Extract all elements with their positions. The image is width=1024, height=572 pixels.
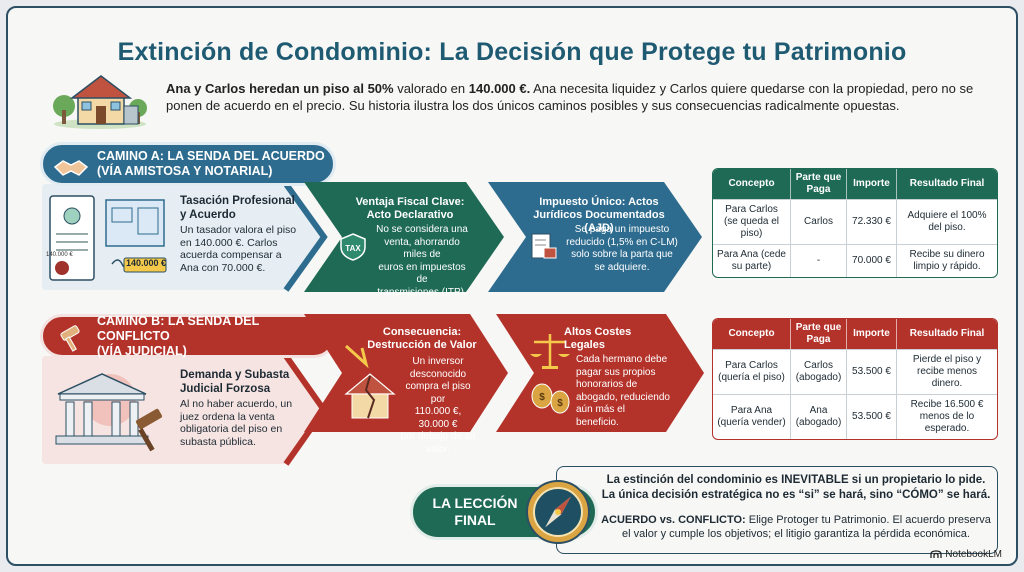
step-title: Consecuencia:Destrucción de Valor: [367, 326, 477, 351]
path-a-results-table: Concepto Parte que Paga Importe Resultad…: [712, 168, 998, 278]
column-header: Parte que Paga: [791, 169, 847, 199]
notebooklm-logo-icon: [930, 550, 942, 558]
path-a-banner: CAMINO A: LA SENDA DEL ACUERDO(VÍA AMIST…: [40, 142, 336, 186]
doc-price-tag: 140.000 €: [126, 258, 167, 268]
table-row: Para Ana (cede su parte) - 70.000 € Reci…: [713, 244, 997, 277]
table-cell: 72.330 €: [847, 199, 897, 244]
lesson-conclusion: ACUERDO vs. CONFLICTO: Elige Protoger tu…: [601, 514, 991, 540]
doc-small-price: 140.000 €: [46, 252, 73, 258]
table-cell: Para Carlos (quería el piso): [713, 349, 791, 394]
broken-house-icon: [344, 344, 396, 419]
house-icon: [53, 75, 147, 129]
table-row: Para Ana (quería vender) Ana (abogado) 5…: [713, 394, 997, 439]
column-header: Resultado Final: [897, 169, 997, 199]
table-cell: Para Ana (cede su parte): [713, 244, 791, 277]
table-cell: Ana (abogado): [791, 394, 847, 439]
table-header-row: Concepto Parte que Paga Importe Resultad…: [713, 319, 997, 349]
tax-shield-icon: TAX: [340, 233, 366, 261]
column-header: Importe: [847, 319, 897, 349]
step-body: Un tasador valora el piso en 140.000 €. …: [180, 224, 297, 274]
column-header: Concepto: [713, 169, 791, 199]
table-cell: -: [791, 244, 847, 277]
page-title: Extinción de Condominio: La Decisión que…: [117, 38, 907, 66]
table-cell: Adquiere el 100% del piso.: [897, 199, 997, 244]
table-cell: Para Ana (quería vender): [713, 394, 791, 439]
table-cell: Pierde el piso y recibe menos dinero.: [897, 349, 997, 394]
table-cell: Recibe 16.500 € menos de lo esperado.: [897, 394, 997, 439]
lesson-box: [556, 466, 998, 554]
column-header: Concepto: [713, 319, 791, 349]
column-header: Importe: [847, 169, 897, 199]
appraisal-document-icon: [49, 195, 167, 281]
table-row: Para Carlos (quería el piso) Carlos (abo…: [713, 349, 997, 394]
compass-icon: [526, 480, 590, 544]
intro-text: Ana y Carlos heredan un piso al 50% valo…: [166, 81, 974, 113]
table-header-row: Concepto Parte que Paga Importe Resultad…: [713, 169, 997, 199]
handshake-icon: [53, 160, 89, 176]
table-cell: Carlos: [791, 199, 847, 244]
svg-text:$: $: [557, 398, 563, 409]
path-a-step2: Ventaja Fiscal Clave:Acto Declarativo TA…: [304, 182, 504, 298]
svg-text:TAX: TAX: [345, 244, 361, 253]
table-cell: Recibe su dinero limpio y rápido.: [897, 244, 997, 277]
gavel-icon: [60, 325, 80, 352]
path-b-results-table: Concepto Parte que Paga Importe Resultad…: [712, 318, 998, 440]
stamp-document-icon: [531, 233, 557, 259]
notebooklm-brand: NotebookLM: [930, 549, 1002, 560]
table-cell: 70.000 €: [847, 244, 897, 277]
path-b-banner: CAMINO B: LA SENDA DEL CONFLICTO(VÍA JUD…: [40, 314, 336, 358]
lesson-statement: La estinción del condominio es INEVITABL…: [601, 474, 991, 501]
step-body: Al no haber acuerdo, un juez ordena la v…: [180, 398, 293, 448]
table-row: Para Carlos (se queda el piso) Carlos 72…: [713, 199, 997, 244]
courthouse-icon: [55, 373, 163, 452]
step-title: Ventaja Fiscal Clave:Acto Declarativo: [355, 196, 465, 221]
table-cell: Carlos (abogado): [791, 349, 847, 394]
infographic: Extinción de Condominio: La Decisión que…: [6, 6, 1018, 566]
table-cell: 53.500 €: [847, 394, 897, 439]
table-cell: Para Carlos (se queda el piso): [713, 199, 791, 244]
column-header: Parte que Paga: [791, 319, 847, 349]
scales-money-icon: $ $: [530, 334, 570, 414]
path-b-step2: Consecuencia:Destrucción de Valor Un inv…: [304, 314, 508, 455]
column-header: Resultado Final: [897, 319, 997, 349]
table-cell: 53.500 €: [847, 349, 897, 394]
svg-text:$: $: [539, 392, 545, 403]
